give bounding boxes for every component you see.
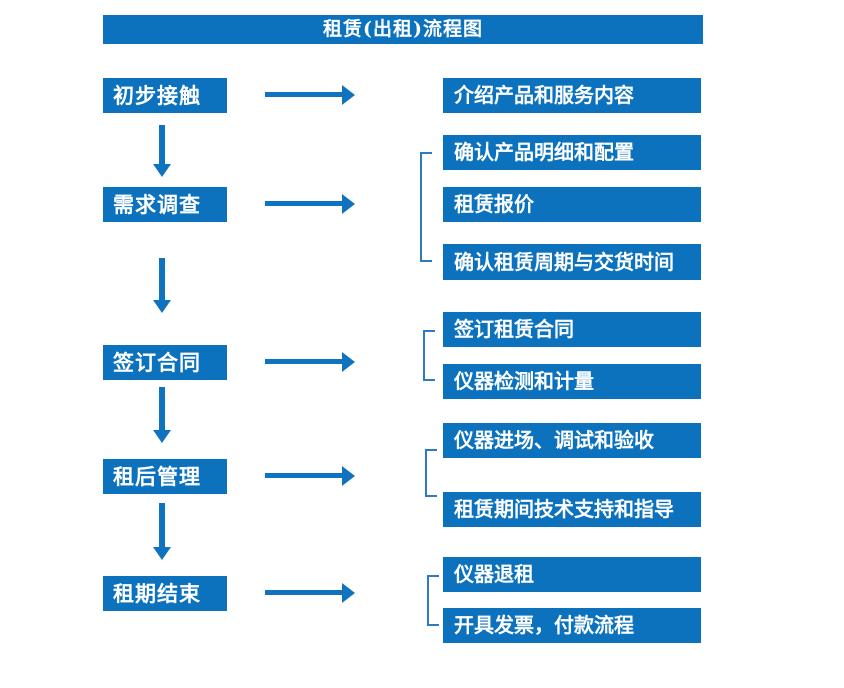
detail-box-invoice-payment: 开具发票，付款流程 <box>443 608 701 643</box>
detail-box-rental-quote: 租赁报价 <box>443 187 701 222</box>
detail-box-instrument-return: 仪器退租 <box>443 557 701 592</box>
detail-box-tech-support: 租赁期间技术支持和指导 <box>443 492 701 527</box>
arrow-right-icon <box>265 352 355 372</box>
step-box-initial-contact: 初步接触 <box>103 78 227 113</box>
arrow-right-icon <box>265 85 355 105</box>
page-title: 租赁(出租)流程图 <box>103 15 703 44</box>
step-box-post-rental-mgmt: 租后管理 <box>103 459 227 494</box>
detail-box-sign-rental-contract: 签订租赁合同 <box>443 312 701 347</box>
arrow-down-icon <box>152 503 172 560</box>
detail-box-confirm-period: 确认租赁周期与交货时间 <box>443 244 701 280</box>
detail-box-confirm-product: 确认产品明细和配置 <box>443 135 701 170</box>
arrow-right-icon <box>265 583 355 603</box>
step-box-demand-survey: 需求调查 <box>103 187 227 222</box>
step-box-sign-contract: 签订合同 <box>103 345 227 380</box>
step-box-rental-end: 租期结束 <box>103 576 227 611</box>
bracket-icon <box>423 330 435 381</box>
detail-box-instrument-testing: 仪器检测和计量 <box>443 364 701 399</box>
bracket-icon <box>425 449 437 497</box>
bracket-icon <box>427 575 439 626</box>
arrow-down-icon <box>152 125 172 177</box>
detail-box-intro-products: 介绍产品和服务内容 <box>443 78 701 113</box>
arrow-right-icon <box>265 194 355 214</box>
arrow-right-icon <box>265 466 355 486</box>
arrow-down-icon <box>152 258 172 313</box>
bracket-icon <box>420 152 432 262</box>
detail-box-instrument-setup: 仪器进场、调试和验收 <box>443 423 701 458</box>
arrow-down-icon <box>152 387 172 443</box>
